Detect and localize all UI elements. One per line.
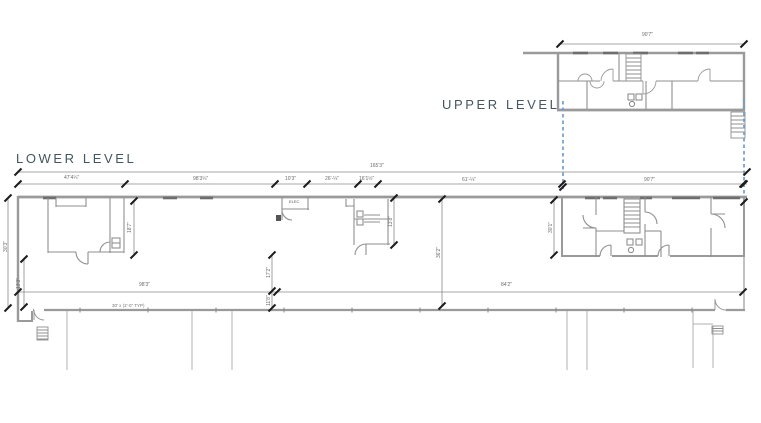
- elec-room: [276, 197, 309, 221]
- dim-seg-g: 90'7": [644, 177, 656, 183]
- dim-upper-width: 90'7": [642, 32, 654, 38]
- dim-v-room-mid: 13'8": [388, 215, 394, 227]
- dimension-lines: [7, 43, 747, 309]
- bottom-wall-column-marks: [79, 307, 693, 313]
- lower-left-room: [47, 198, 125, 265]
- dim-seg-c: 10'3": [285, 176, 297, 182]
- dim-bottom-right: 84'2": [501, 282, 513, 288]
- dim-typ-note: 30' x (2'-0" TYP): [112, 303, 145, 308]
- dim-v-room-left: 18'7": [127, 221, 133, 233]
- lower-level-title: LOWER LEVEL: [16, 151, 137, 166]
- dim-bottom-left: 98'3": [139, 282, 151, 288]
- dim-v-hall: 36'2": [436, 246, 442, 258]
- right-suite-interior: [582, 197, 726, 257]
- dim-v-left-inner: 13'3": [16, 277, 22, 289]
- dimension-ticks: [3, 39, 752, 313]
- upper-plan-interior-walls: [558, 53, 744, 109]
- dim-seg-f: 61'-¼": [462, 177, 477, 183]
- lower-grid-lines: [66, 311, 714, 370]
- dim-v-left-outer: 30'3": [3, 240, 9, 252]
- upper-bath-fixtures: [627, 93, 643, 108]
- room-label-elec: ELEC: [289, 199, 300, 204]
- dim-overall: 165'3": [370, 163, 384, 169]
- dim-seg-b: 98'3¼": [193, 176, 209, 182]
- upper-stair: [625, 53, 642, 82]
- dim-v-mid-upper: 17'2": [266, 266, 272, 278]
- upper-level-title: UPPER LEVEL: [442, 97, 560, 112]
- center-washroom: [345, 199, 390, 256]
- dim-seg-a: 47'4¼": [64, 175, 80, 181]
- lower-exterior-stairs: [33, 298, 727, 341]
- dim-seg-e: 16'1½": [359, 176, 375, 182]
- upper-exterior-stair: [730, 111, 746, 139]
- dim-v-suite: 30'1": [548, 221, 554, 233]
- level-alignment-guides: [562, 99, 745, 205]
- dim-seg-d: 26'-¼": [325, 176, 340, 182]
- dim-v-mid-lower: 11'8": [266, 295, 272, 306]
- upper-door-swings: [577, 68, 711, 95]
